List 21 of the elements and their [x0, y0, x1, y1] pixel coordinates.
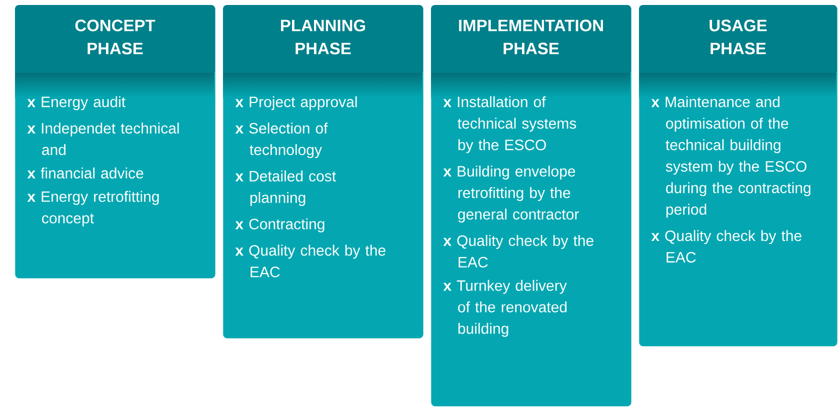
- list-item: x Project approval: [235, 96, 357, 110]
- phase-heading: USAGE PHASE: [710, 20, 767, 54]
- list-item: x Selection of technology: [235, 122, 328, 158]
- phase-heading: CONCEPT PHASE: [75, 20, 156, 54]
- phase-heading: IMPLEMENTATION PHASE: [459, 20, 603, 54]
- list-item: x Maintenance and optimisation of the technical building system by the ESCO during the contracting period: [651, 96, 810, 218]
- list-item: x Contracting: [235, 218, 324, 232]
- list-item: x Turnkey delivery of the renovated building: [443, 280, 567, 337]
- list-item: x Quality check by the EAC: [651, 230, 802, 263]
- list-item: x Energy audit: [27, 96, 126, 110]
- list-item: x Energy retrofitting concept: [27, 190, 159, 226]
- phase-column: [223, 5, 424, 338]
- list-item: x Detailed cost planning: [235, 170, 336, 206]
- phase-column: [15, 5, 216, 278]
- list-item: x financial advice: [27, 168, 144, 179]
- phase-column: [431, 5, 632, 406]
- list-item: x Quality check by the EAC: [235, 244, 386, 278]
- phase-heading: PLANNING PHASE: [281, 20, 366, 54]
- list-item: x Building envelope retrofitting by the general contractor: [443, 166, 579, 223]
- phase-column: [639, 5, 838, 346]
- list-item: x Installation of technical systems by the ESCO: [443, 96, 576, 154]
